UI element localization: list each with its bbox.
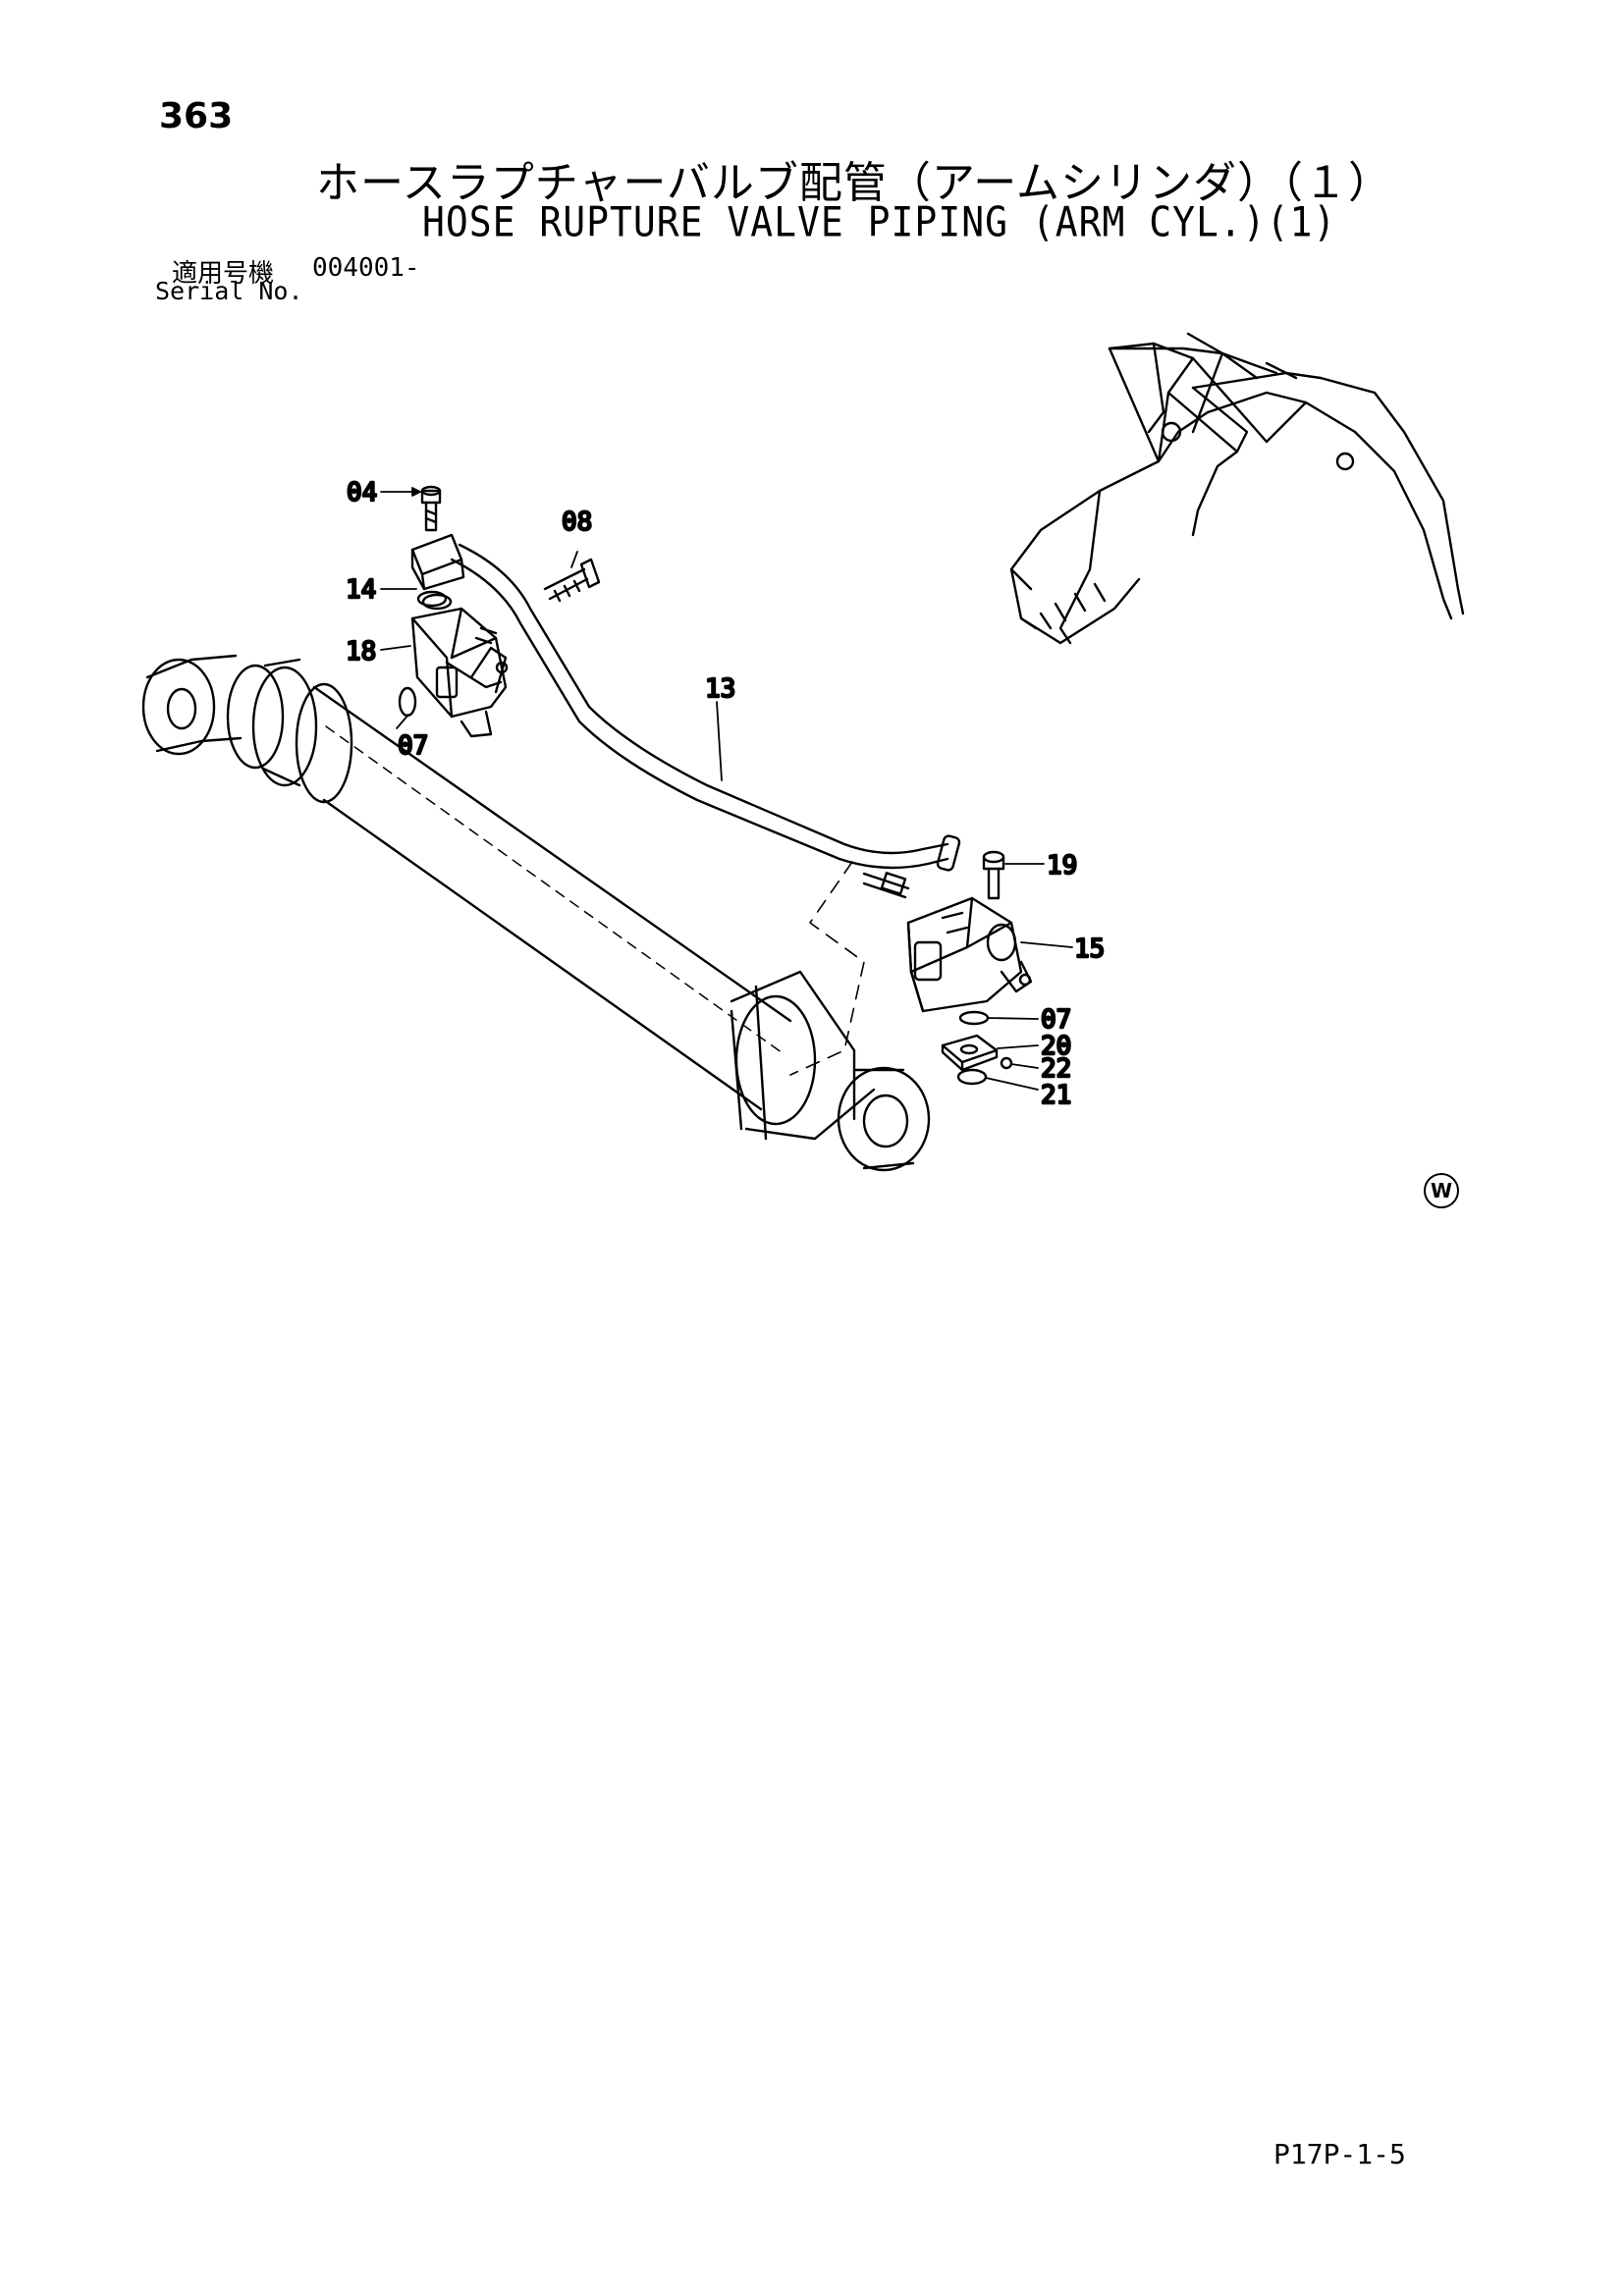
- callout-21: 21: [1041, 1081, 1071, 1110]
- pipe-13: [450, 543, 961, 872]
- flange-20: [941, 1034, 999, 1072]
- o-ring-14: [416, 590, 448, 608]
- bolt-19: [982, 850, 1005, 900]
- serial-label-english: Serial No.: [155, 277, 303, 305]
- bolt-04: [420, 485, 442, 532]
- leader-lines: [380, 487, 1073, 1091]
- serial-number-value: 004001-: [312, 253, 420, 283]
- callout-20: 20: [1041, 1032, 1071, 1061]
- callout-04: 04: [347, 478, 377, 507]
- watermark-circle-w: W: [1424, 1173, 1459, 1208]
- callout-18: 18: [346, 637, 376, 667]
- bolt-08: [543, 558, 601, 603]
- o-ring-21: [956, 1068, 988, 1086]
- callout-14: 14: [346, 575, 376, 605]
- page-title-english: HOSE RUPTURE VALVE PIPING (ARM CYL.)(1): [422, 198, 1337, 246]
- callout-07-upper: 07: [398, 731, 428, 761]
- callout-07-lower: 07: [1041, 1005, 1071, 1035]
- nut-22: [1000, 1056, 1013, 1070]
- callout-19: 19: [1047, 851, 1077, 881]
- page-number: 363: [159, 96, 234, 136]
- callout-15: 15: [1074, 934, 1105, 964]
- callout-08: 08: [562, 507, 592, 537]
- excavator-arm-inset: [1009, 332, 1465, 645]
- page-title-japanese: ホースラプチャーバルブ配管（アームシリンダ）（１）: [316, 158, 1392, 208]
- callout-13: 13: [705, 674, 735, 704]
- serial-label-japanese: 適用号機: [172, 259, 275, 289]
- callout-22: 22: [1041, 1054, 1071, 1084]
- arm-cylinder: [141, 654, 931, 1172]
- hose-rupture-valve-15: [906, 896, 1033, 1013]
- o-ring-07-upper: [398, 686, 417, 718]
- footer-page-code: P17P-1-5: [1273, 2138, 1406, 2170]
- o-ring-07-lower: [958, 1010, 990, 1026]
- bolt-small-pipe: [862, 872, 910, 899]
- hose-rupture-valve-18: [410, 533, 509, 738]
